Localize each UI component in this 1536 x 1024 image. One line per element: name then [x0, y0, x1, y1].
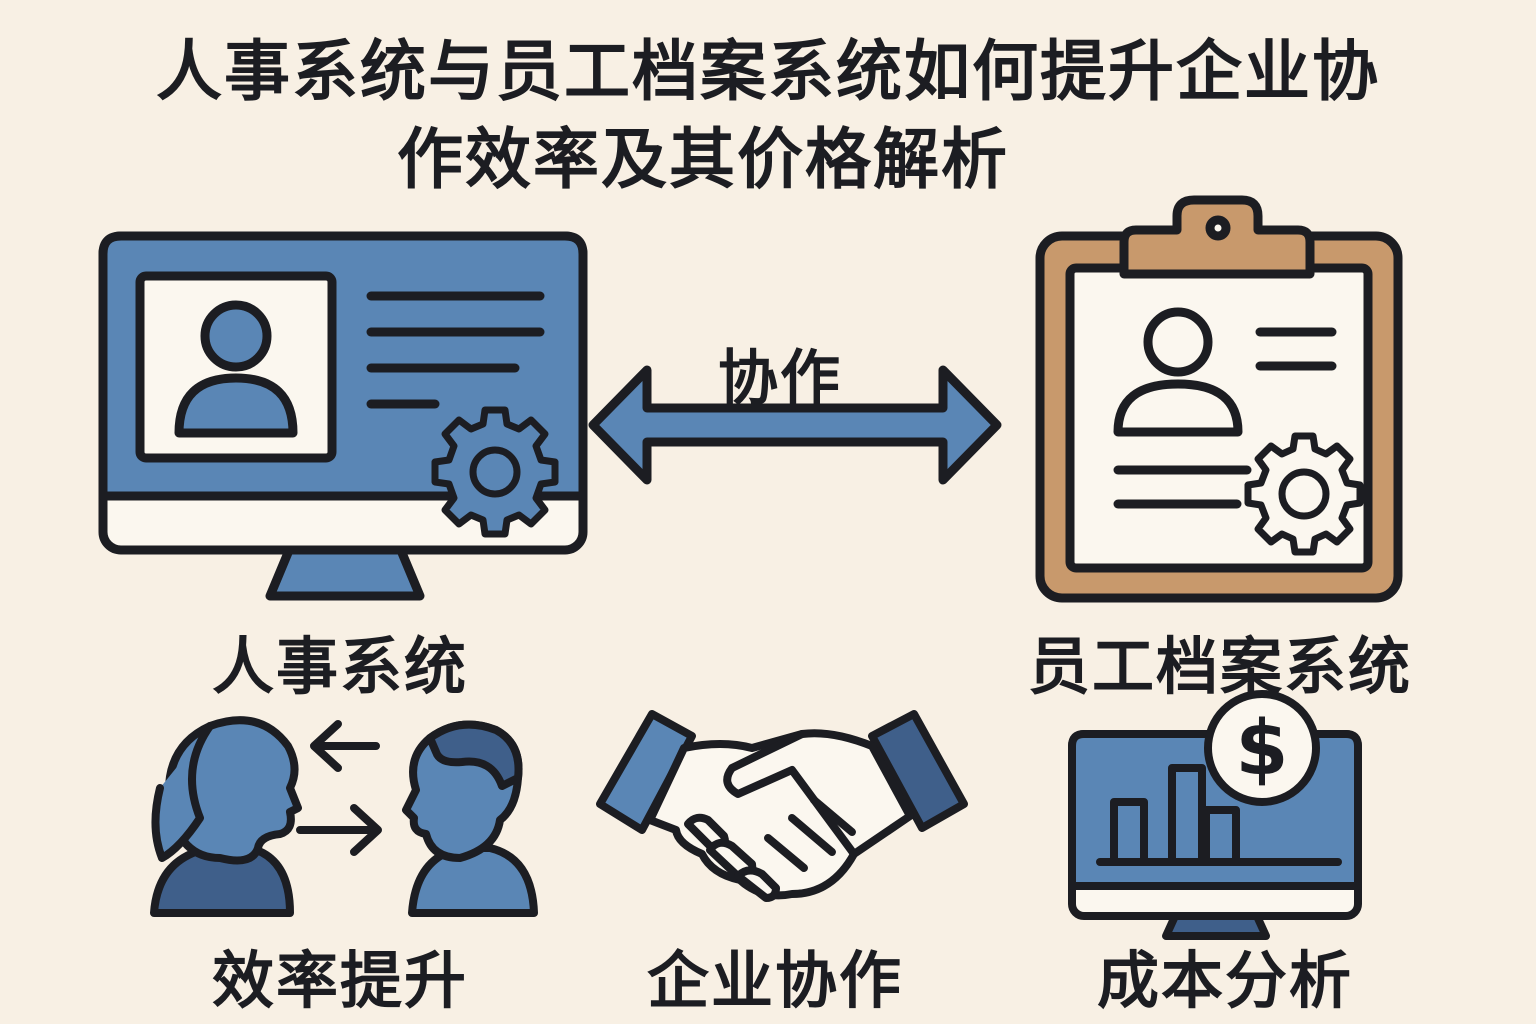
- monitor-chart-dollar-icon: $: [1068, 690, 1362, 940]
- computer-profile-gear-icon: [98, 231, 588, 601]
- double-arrow-icon: [588, 365, 1002, 485]
- collaboration-arrow-label: 协作: [718, 344, 842, 414]
- efficiency-label: 效率提升: [211, 944, 468, 1017]
- cost-analysis-label: 成本分析: [1096, 944, 1353, 1017]
- dollar-icon: $: [1236, 703, 1289, 792]
- title-line-2: 作效率及其价格解析: [397, 121, 1009, 198]
- employee-records-label: 员工档案系统: [1027, 630, 1412, 703]
- hr-system-label: 人事系统: [211, 630, 468, 703]
- people-exchange-icon: [150, 716, 538, 917]
- clipboard-profile-gear-icon: [1035, 195, 1403, 603]
- title-line-1: 人事系统与员工档案系统如何提升企业协: [156, 33, 1380, 110]
- handshake-icon: [596, 710, 968, 902]
- page-title: 人事系统与员工档案系统如何提升企业协 作效率及其价格解析: [0, 28, 1536, 204]
- enterprise-collaboration-label: 企业协作: [646, 944, 903, 1017]
